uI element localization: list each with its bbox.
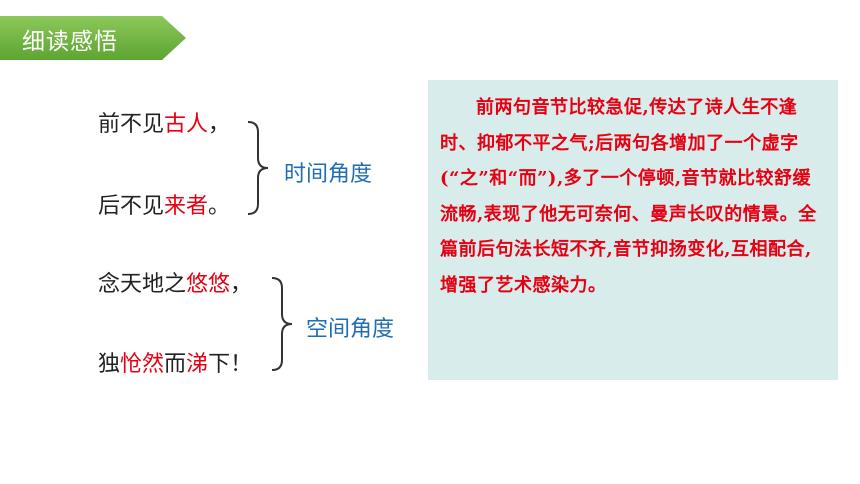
section-banner: 细读感悟: [0, 16, 186, 60]
time-brace-icon: [247, 121, 269, 215]
poem-line-4: 独怆然而涕下！: [98, 352, 253, 377]
space-perspective-label: 空间角度: [306, 317, 395, 342]
analysis-note-text: 前两句音节比较急促,传达了诗人生不逢时、抑郁不平之气;后两句各增加了一个虚字(“…: [440, 97, 817, 296]
highlight-chuangran: 怆然: [120, 352, 165, 377]
poem-line-1: 前不见古人，: [98, 112, 231, 137]
highlight-youyou: 悠悠: [186, 272, 231, 297]
poem-line-3: 念天地之悠悠，: [98, 272, 253, 297]
highlight-guren: 古人: [164, 112, 209, 137]
space-brace-icon: [271, 277, 293, 371]
time-perspective-label: 时间角度: [284, 162, 373, 187]
highlight-ti: 涕: [186, 352, 209, 377]
section-title: 细读感悟: [22, 29, 118, 55]
analysis-note-box: 前两句音节比较急促,传达了诗人生不逢时、抑郁不平之气;后两句各增加了一个虚字(“…: [428, 80, 838, 380]
poem-line-2: 后不见来者。: [98, 194, 231, 219]
highlight-laizhe: 来者: [164, 194, 209, 219]
